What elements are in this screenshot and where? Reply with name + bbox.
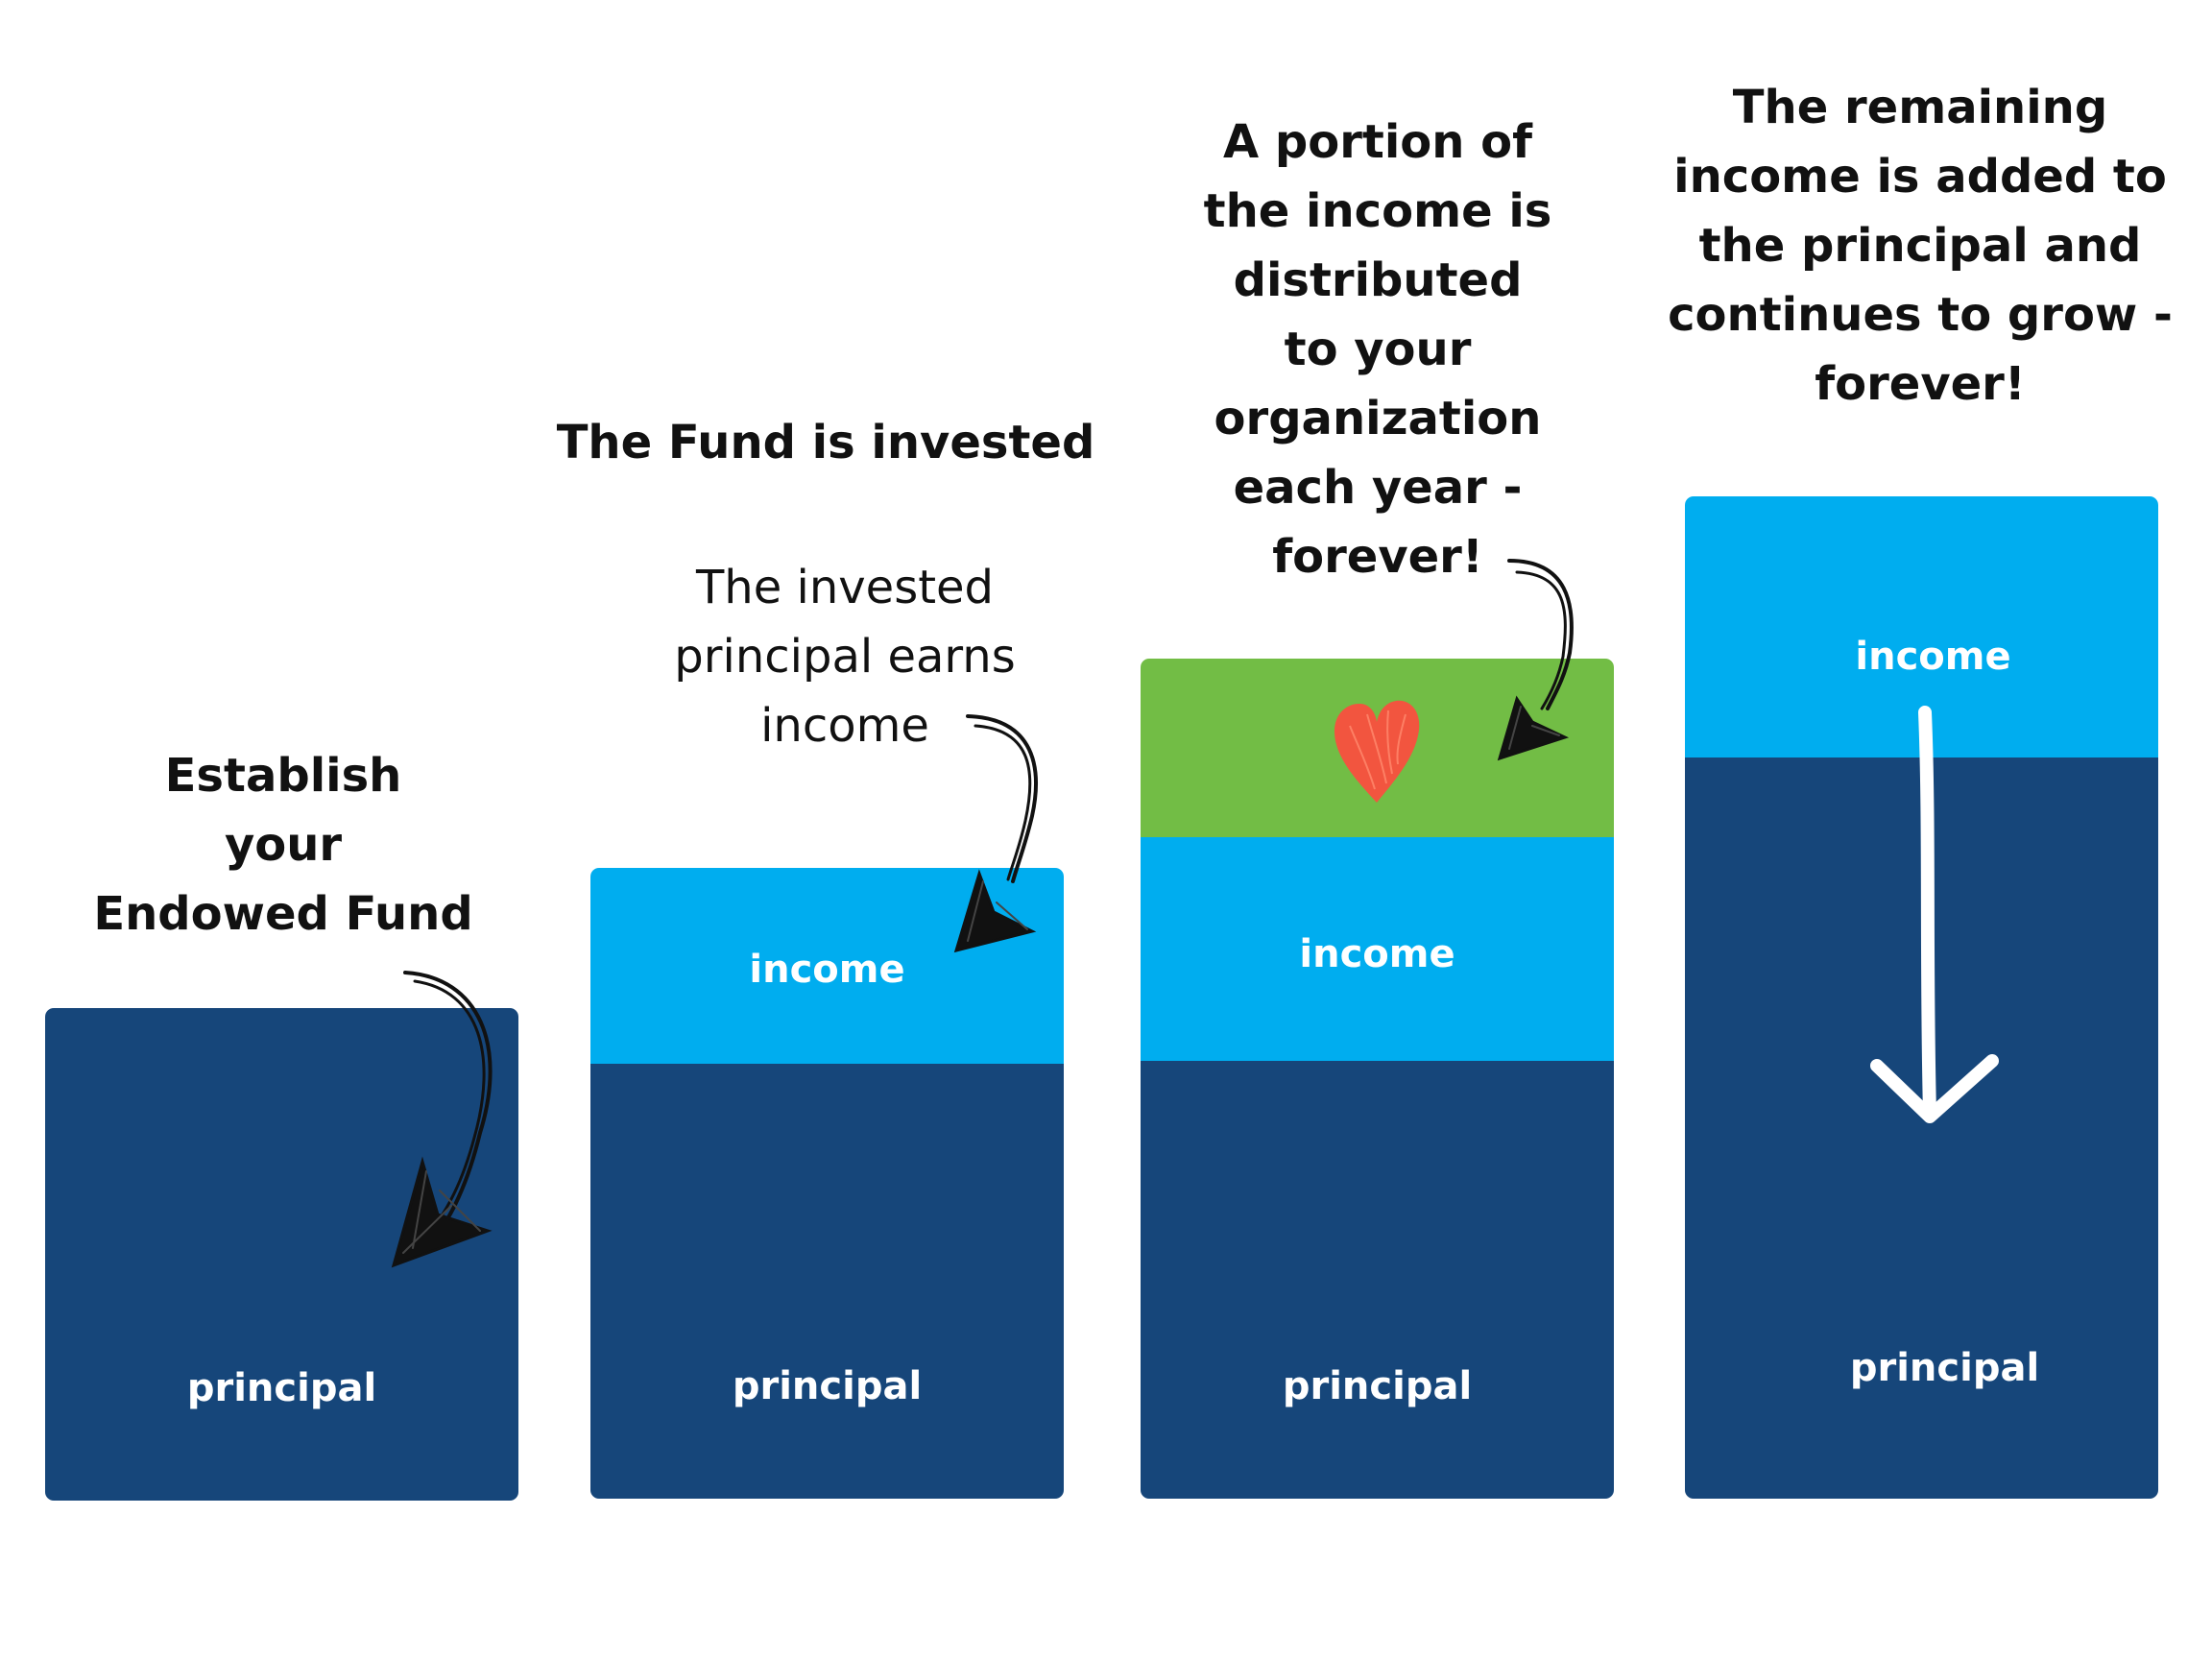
step2-caption: The Fund is invested	[556, 416, 1095, 469]
step1-principal-label: principal	[186, 1366, 377, 1410]
step4-principal-segment: principal	[1685, 757, 2158, 1499]
step2-principal-label: principal	[732, 1364, 923, 1408]
step4-block: income principal	[1685, 496, 2158, 1499]
step3-income-segment: income	[1141, 837, 1614, 1061]
step4-principal-label: principal	[1849, 1346, 2040, 1390]
step2-note: The invested principal earns income	[674, 561, 1016, 753]
step1-block: principal	[45, 1008, 518, 1501]
step3-principal-segment: principal	[1141, 1061, 1614, 1499]
step3-block: income principal	[1141, 659, 1614, 1499]
step1-caption: Establish your Endowed Fund	[93, 749, 473, 941]
step1-principal-segment: principal	[45, 1008, 518, 1501]
step4-income-segment: income	[1685, 496, 2158, 757]
step2-block: income principal	[590, 868, 1064, 1499]
step3-principal-label: principal	[1282, 1364, 1473, 1408]
heart-icon	[1334, 700, 1420, 803]
step4-income-label: income	[1855, 635, 2011, 679]
step2-income-label: income	[749, 948, 905, 992]
step4-caption: The remaining income is added to the pri…	[1668, 81, 2173, 411]
step2-principal-segment: principal	[590, 1064, 1064, 1499]
step3-income-label: income	[1299, 932, 1455, 976]
step2-income-segment: income	[590, 868, 1064, 1064]
step3-distribution-segment	[1141, 659, 1614, 837]
step3-caption: A portion of the income is distributed t…	[1203, 115, 1552, 584]
